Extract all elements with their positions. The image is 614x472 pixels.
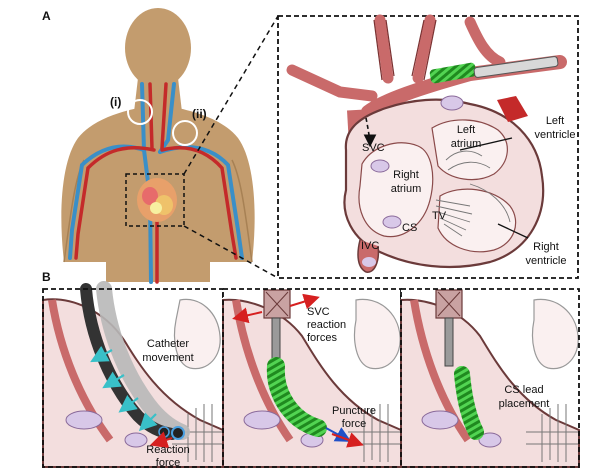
label-left-ventricle-line2: ventricle	[535, 129, 576, 141]
rv-pointer-line	[497, 223, 529, 239]
panel-b-letter: B	[42, 270, 51, 284]
lv-pointer-line	[459, 137, 513, 151]
label-right-atrium-line1: Right	[393, 169, 419, 181]
great-vessels-outline	[373, 19, 437, 81]
label-ivc: IVC	[361, 240, 379, 252]
inset-circle-ii	[172, 120, 198, 146]
subpanel-cs-lead: CS lead placement	[400, 288, 580, 468]
label-tv: TV	[432, 210, 447, 222]
pulmonary-vein-icon	[497, 96, 528, 122]
label-svc: SVC	[362, 142, 385, 154]
small-heart-icon	[137, 178, 177, 222]
label-reaction-force-line1: Reaction	[146, 444, 189, 456]
label-puncture-force-line2: force	[342, 418, 366, 430]
label-right-ventricle-line1: Right	[533, 241, 559, 253]
subpanel-catheter-movement: Catheter movement Reaction force	[42, 281, 224, 469]
label-catheter-movement-line1: Catheter	[147, 338, 190, 350]
label-cs-lead-line2: placement	[499, 398, 550, 410]
inset-label-i: (i)	[110, 95, 121, 109]
label-left-atrium-line2: atrium	[451, 138, 482, 150]
label-left-ventricle-line1: Left	[546, 115, 564, 127]
label-left-atrium-line1: Left	[457, 124, 475, 136]
label-svc-reaction-line2: reaction	[307, 319, 346, 331]
label-puncture-force-line1: Puncture	[332, 405, 376, 417]
lead-coil-icon	[429, 62, 477, 84]
catheter-sheath	[473, 56, 559, 78]
label-right-ventricle-line2: ventricle	[526, 255, 567, 267]
inset-label-ii: (ii)	[192, 107, 207, 121]
label-svc-reaction-line1: SVC	[307, 306, 330, 318]
subpanel-puncture: SVC reaction forces Puncture force	[222, 288, 402, 468]
label-cs: CS	[402, 222, 417, 234]
label-catheter-movement-line2: movement	[142, 352, 193, 364]
panel-a-letter: A	[42, 9, 51, 23]
arterial-system	[74, 82, 238, 284]
zoom-line-top	[183, 15, 279, 175]
label-cs-lead-line1: CS lead	[504, 384, 543, 396]
inset-circle-i	[127, 99, 153, 125]
great-vessels	[286, 14, 506, 102]
heart-cutaway	[343, 95, 545, 273]
label-svc-reaction-line3: forces	[307, 332, 337, 344]
entry-path-arrow	[363, 117, 377, 148]
heart-zoom-box	[125, 173, 185, 227]
label-right-atrium-line2: atrium	[391, 183, 422, 195]
label-reaction-force-line2: force	[156, 457, 180, 469]
